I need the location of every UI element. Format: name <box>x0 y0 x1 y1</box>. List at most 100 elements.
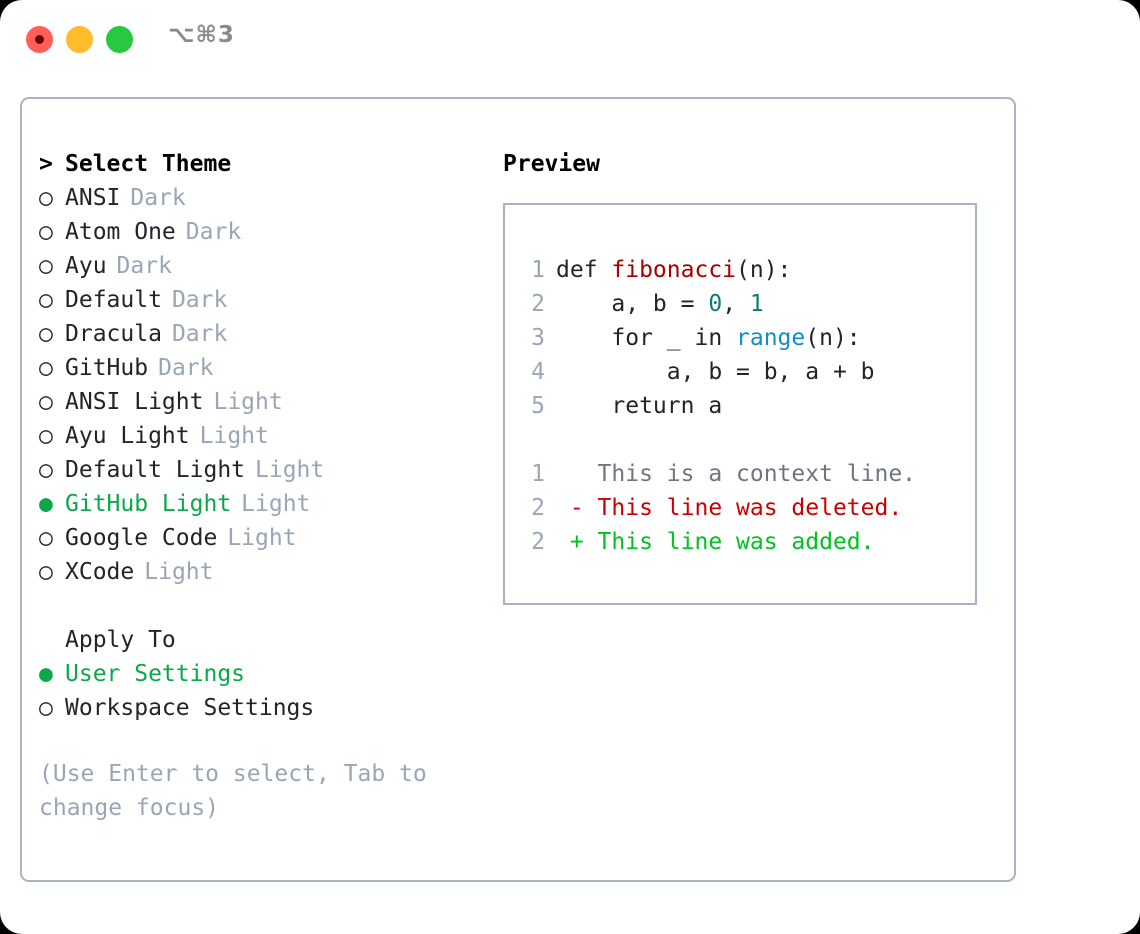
apply-to-option-row[interactable]: ○Workspace Settings <box>39 695 469 729</box>
code-line: 3 for _ in range(n): <box>523 321 916 355</box>
code-token-plain: for _ in <box>556 325 737 351</box>
diff-line-text: - This line was deleted. <box>556 495 903 521</box>
theme-option-row[interactable]: ○ ANSI Dark <box>39 185 469 219</box>
radio-unselected-icon: ○ <box>39 185 53 211</box>
theme-option-label: Default <box>65 287 162 313</box>
theme-option-label: Atom One <box>65 219 176 245</box>
diff-line-text: This is a context line. <box>556 461 917 487</box>
theme-option-row[interactable]: ○ XCode Light <box>39 559 469 593</box>
radio-unselected-icon: ○ <box>39 287 53 313</box>
line-number: 5 <box>531 393 545 419</box>
code-blank-line <box>523 423 916 457</box>
code-token-plain: a, b = <box>556 291 709 317</box>
code-token-func: fibonacci <box>611 257 737 283</box>
theme-option-label: Ayu <box>65 253 107 279</box>
apply-to-heading-label: Apply To <box>65 627 176 653</box>
select-theme-heading: > Select Theme <box>39 151 469 185</box>
code-token-plain: (n): <box>805 325 861 351</box>
theme-option-label: Google Code <box>65 525 218 551</box>
theme-option-variant-tag: Light <box>227 525 297 551</box>
keyboard-hint-text: (Use Enter to select, Tab to change focu… <box>39 761 441 821</box>
theme-option-row[interactable]: ○ ANSI Light Light <box>39 389 469 423</box>
radio-unselected-icon: ○ <box>39 457 53 483</box>
radio-unselected-icon: ○ <box>39 355 53 381</box>
code-token-plain: , <box>722 291 750 317</box>
list-spacer <box>39 593 469 627</box>
code-token-builtin: range <box>736 325 806 351</box>
code-line: 1 def fibonacci(n): <box>523 253 916 287</box>
code-token-num: 1 <box>749 291 764 317</box>
code-token-plain: (n): <box>736 257 792 283</box>
diff-line-text: + This line was added. <box>556 529 875 555</box>
theme-option-row[interactable]: ○ Default Light Light <box>39 457 469 491</box>
radio-unselected-icon: ○ <box>39 559 53 585</box>
code-token-plain: return a <box>556 393 723 419</box>
line-number: 2 <box>531 529 545 555</box>
code-token-num: 0 <box>708 291 723 317</box>
diff-line-context: 1 This is a context line. <box>523 457 916 491</box>
line-number: 1 <box>531 461 545 487</box>
theme-option-variant-tag: Dark <box>130 185 186 211</box>
close-button[interactable] <box>26 26 53 53</box>
theme-option-variant-tag: Dark <box>185 219 242 245</box>
apply-to-heading: Apply To <box>39 627 469 661</box>
line-number: 2 <box>531 291 545 317</box>
cursor-caret-icon: > <box>39 151 53 177</box>
theme-option-variant-tag: Dark <box>116 253 172 279</box>
theme-option-variant-tag: Light <box>213 389 283 415</box>
code-line: 4 a, b = b, a + b <box>523 355 916 389</box>
select-theme-heading-label: Select Theme <box>65 151 232 177</box>
window-controls <box>26 26 133 53</box>
code-line: 5 return a <box>523 389 916 423</box>
theme-option-variant-tag: Light <box>144 559 214 585</box>
radio-unselected-icon: ○ <box>39 389 53 415</box>
minimize-button[interactable] <box>66 26 93 53</box>
theme-option-variant-tag: Dark <box>158 355 214 381</box>
apply-to-option-row[interactable]: ● User Settings <box>39 661 469 695</box>
theme-option-label: Default Light <box>65 457 246 483</box>
diff-line-deleted: 2 - This line was deleted. <box>523 491 916 525</box>
theme-option-row[interactable]: ○ Default Dark <box>39 287 469 321</box>
theme-option-label: Ayu Light <box>65 423 190 449</box>
theme-option-variant-tag: Light <box>199 423 269 449</box>
theme-option-label: XCode <box>65 559 135 585</box>
theme-option-variant-tag: Dark <box>171 321 228 347</box>
theme-option-variant-tag: Dark <box>171 287 228 313</box>
line-number: 3 <box>531 325 545 351</box>
theme-option-label: ANSI <box>65 185 121 211</box>
radio-unselected-icon: ○ <box>39 321 53 347</box>
maximize-button[interactable] <box>106 26 133 53</box>
diff-line-added: 2 + This line was added. <box>523 525 916 559</box>
apply-to-option-label: User Settings <box>65 661 246 687</box>
line-number: 4 <box>531 359 545 385</box>
code-line: 2 a, b = 0, 1 <box>523 287 916 321</box>
radio-unselected-icon: ○ <box>39 695 53 721</box>
preview-title: Preview <box>503 151 600 177</box>
theme-option-variant-tag: Light <box>241 491 311 517</box>
line-number: 2 <box>531 495 545 521</box>
radio-unselected-icon: ○ <box>39 253 53 279</box>
title-bar: ⌥⌘3 <box>0 0 1140 80</box>
apply-to-options-list: ● User Settings ○Workspace Settings <box>39 661 469 729</box>
code-token-plain: def <box>556 257 612 283</box>
line-number: 1 <box>531 257 545 283</box>
radio-unselected-icon: ○ <box>39 525 53 551</box>
radio-selected-icon: ● <box>39 661 53 687</box>
theme-option-label: ANSI Light <box>65 389 204 415</box>
radio-selected-icon: ● <box>39 491 53 517</box>
theme-option-row[interactable]: ○ Ayu Dark <box>39 253 469 287</box>
theme-option-row[interactable]: ○ Google Code Light <box>39 525 469 559</box>
theme-option-variant-tag: Light <box>255 457 325 483</box>
